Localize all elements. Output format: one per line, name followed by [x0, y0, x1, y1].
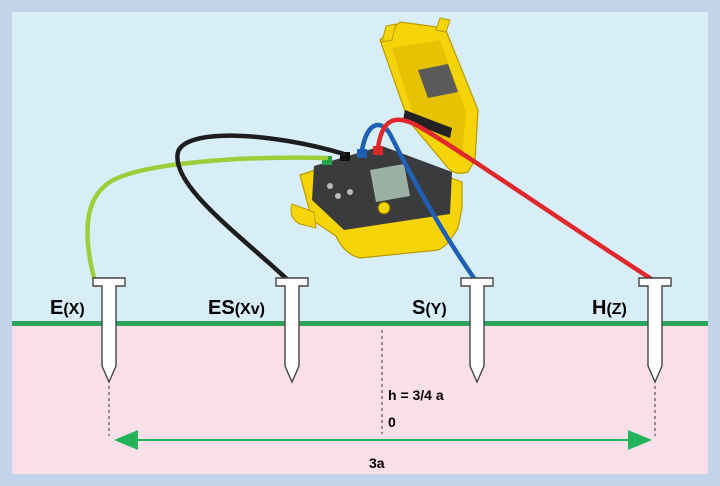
label-e-sub: (X) [63, 301, 84, 318]
cable-black [175, 133, 347, 285]
ground-stake-icon [638, 277, 672, 384]
terminal-red [373, 146, 383, 155]
label-s-sub: (Y) [425, 301, 446, 318]
cable-green [85, 155, 329, 288]
cable-blue [359, 122, 479, 284]
label-s: S(Y) [412, 297, 447, 319]
ground-stake-icon [460, 277, 494, 384]
instrument-screen [370, 164, 410, 202]
ground-stake-icon [92, 277, 126, 384]
origin-label: 0 [388, 414, 396, 430]
ground-line [12, 321, 708, 326]
label-h-main: H [592, 297, 606, 319]
cable-red [375, 117, 659, 285]
earth-tester-icon [290, 17, 479, 259]
label-es: ES(Xv) [208, 297, 265, 319]
electrode-es [275, 277, 309, 384]
instrument-handle [290, 203, 317, 229]
label-es-sub: (Xv) [235, 301, 265, 318]
instrument-button-1 [335, 193, 341, 199]
span-label: 3a [369, 455, 385, 471]
terminal-black [340, 152, 350, 161]
electrode-h [638, 277, 672, 384]
terminal-green [322, 156, 332, 165]
instrument-lid-label [418, 64, 458, 98]
label-h: H(Z) [592, 297, 627, 319]
label-s-main: S [412, 297, 425, 319]
label-e-main: E [50, 297, 63, 319]
ground-stake-icon [275, 277, 309, 384]
electrode-e [92, 277, 126, 384]
instrument-lid-strip [403, 110, 452, 138]
lid-hinge-right [435, 17, 451, 33]
h-distance-label: h = 3/4 a [388, 387, 444, 403]
electrode-s [460, 277, 494, 384]
instrument-button-3 [327, 183, 333, 189]
label-es-main: ES [208, 297, 235, 319]
instrument-button-2 [347, 189, 353, 195]
label-h-sub: (Z) [606, 301, 626, 318]
label-e: E(X) [50, 297, 85, 319]
lid-hinge-left [381, 23, 397, 43]
instrument-knob [377, 201, 391, 215]
terminal-blue [357, 149, 367, 158]
